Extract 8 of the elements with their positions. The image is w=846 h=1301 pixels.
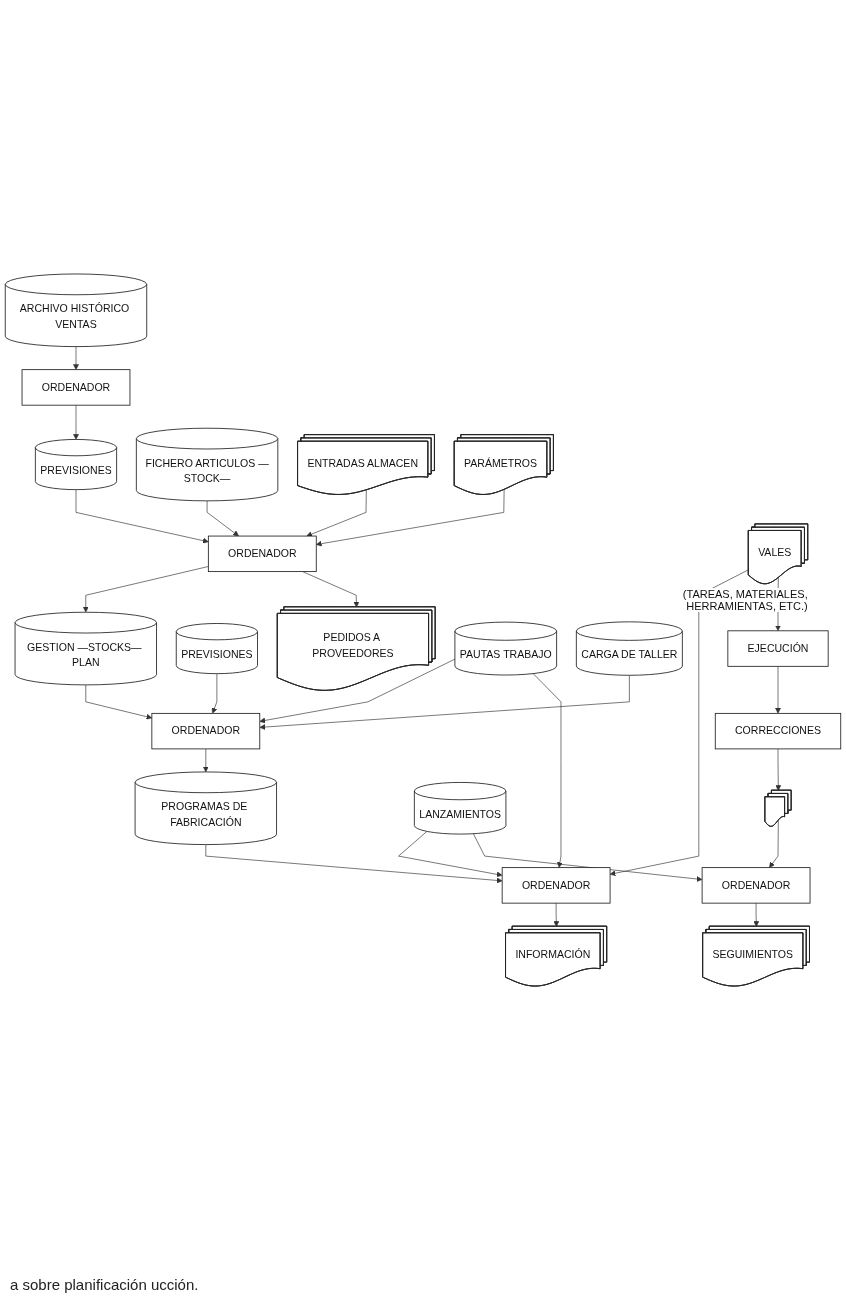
node-box: ORDENADOR bbox=[21, 369, 131, 406]
node-box: EJECUCIÓN bbox=[727, 630, 829, 667]
node-box: ORDENADOR bbox=[501, 867, 611, 904]
node-box: ORDENADOR bbox=[701, 867, 811, 904]
node-box: ORDENADOR bbox=[151, 712, 261, 750]
caption: a sobre planificación ucción. bbox=[10, 1276, 199, 1293]
node-box: CORRECCIONES bbox=[714, 712, 842, 750]
node-box: ORDENADOR bbox=[207, 535, 317, 572]
